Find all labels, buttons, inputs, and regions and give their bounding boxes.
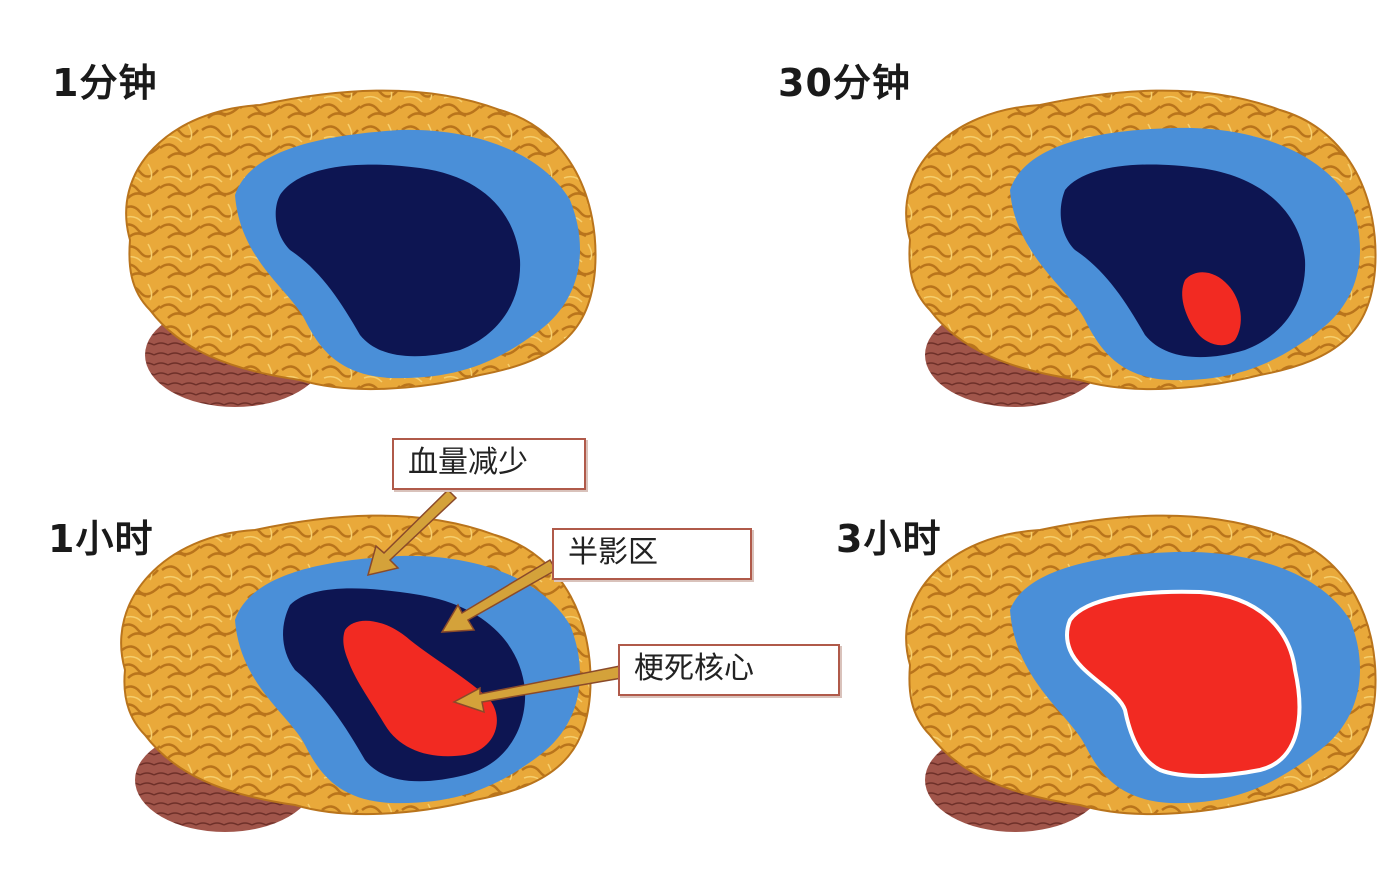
penumbra-zone — [1060, 164, 1306, 358]
callout-infarct-core: 梗死核心 — [618, 644, 840, 696]
brain-panel-3hours — [905, 514, 1377, 832]
panel-label-1min: 1分钟 — [52, 61, 158, 105]
infarct-core-zone — [1065, 589, 1302, 778]
panel-label-3hours: 3小时 — [836, 517, 942, 561]
arrow-penumbra — [440, 558, 558, 633]
callout-penumbra: 半影区 — [552, 528, 752, 580]
brain-panel-1hour — [120, 514, 592, 832]
infarct-core-zone — [343, 620, 497, 757]
penumbra-zone — [275, 164, 521, 357]
panel-label-1hour: 1小时 — [48, 517, 154, 561]
arrow-infarct-core — [452, 665, 623, 714]
brain-panel-30min — [905, 89, 1377, 407]
callout-arrows — [366, 488, 623, 714]
arrow-reduced-flow — [366, 488, 458, 577]
callout-reduced-blood-flow: 血量减少 — [392, 438, 586, 490]
infarct-core-zone — [1182, 272, 1241, 346]
panel-label-30min: 30分钟 — [778, 61, 911, 105]
brain-panel-1min — [125, 89, 597, 407]
